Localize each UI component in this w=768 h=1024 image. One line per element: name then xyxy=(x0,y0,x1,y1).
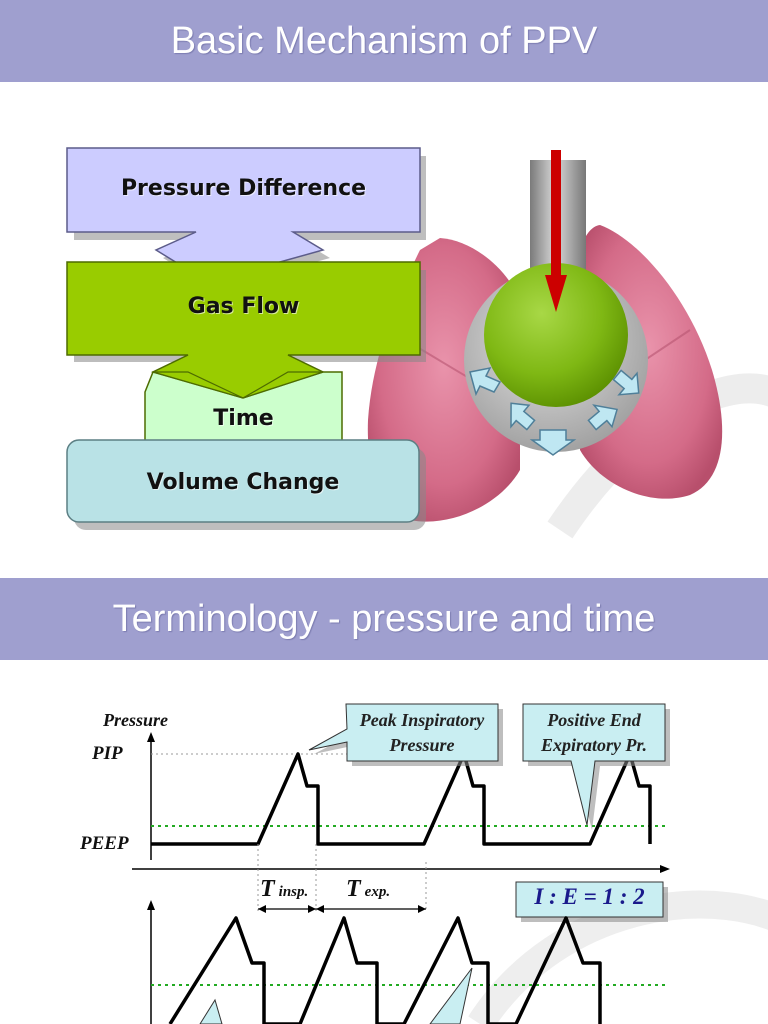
ie-ratio-box xyxy=(515,881,664,918)
pressure-arrow-icon xyxy=(545,150,567,312)
expansion-arrows-icon xyxy=(469,366,640,456)
pip-callout-text: Peak Inspiratory Pressure xyxy=(346,708,498,758)
y-axis-label: Pressure xyxy=(103,710,169,730)
slide-title-ppv: Basic Mechanism of PPV xyxy=(0,0,768,82)
pressure-waveform-top xyxy=(151,752,652,846)
peep-callout-text: Positive End Expiratory Pr. xyxy=(523,708,665,758)
flow-step-volume-change: Volume Change xyxy=(146,470,340,495)
flow-step-gas-flow: Gas Flow xyxy=(187,294,300,319)
pressure-waveform-bottom xyxy=(168,916,602,1024)
pip-callout-line2: Pressure xyxy=(389,735,455,755)
ppv-mechanism-diagram xyxy=(66,147,768,539)
peep-callout-line1: Positive End xyxy=(547,710,641,730)
flow-step-time: Time xyxy=(213,406,274,431)
flow-step-pressure-difference: Pressure Difference xyxy=(120,176,367,201)
peep-label: PEEP xyxy=(80,833,129,854)
alveolus-inflated xyxy=(484,263,628,407)
peep-callout-line2: Expiratory Pr. xyxy=(540,735,647,755)
slide-title-terminology: Terminology - pressure and time xyxy=(0,578,768,660)
pip-label: PIP xyxy=(92,743,123,764)
t-exp-label: T exp. xyxy=(346,876,391,902)
pip-callout xyxy=(308,703,499,762)
t-insp-label: T insp. xyxy=(260,876,309,902)
ie-ratio-text: I : E = 1 : 2 xyxy=(534,884,645,909)
volume-change-box xyxy=(66,439,420,523)
pip-callout-line1: Peak Inspiratory xyxy=(359,710,485,730)
peep-callout xyxy=(522,703,666,826)
